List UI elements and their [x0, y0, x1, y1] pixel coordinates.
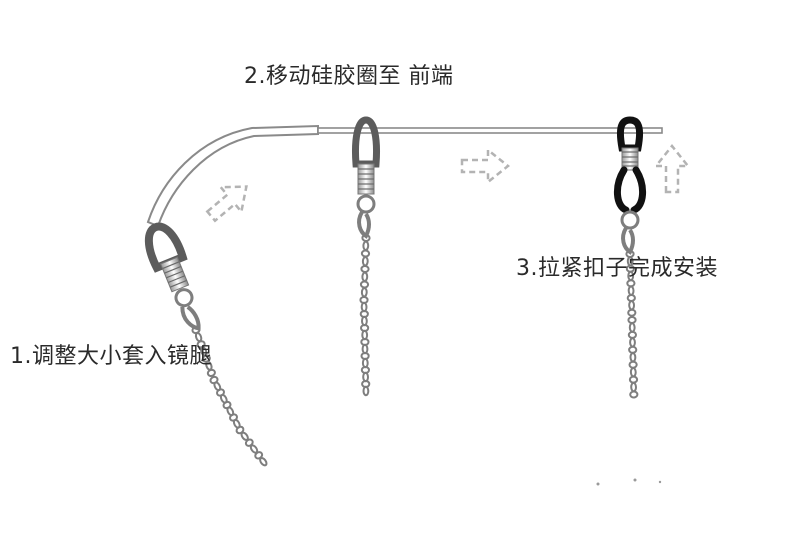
chain-link [629, 337, 636, 348]
chain-link [629, 367, 637, 378]
chain-link [359, 280, 370, 289]
dashed-arrow-icon [460, 147, 511, 185]
chain-link [629, 390, 639, 399]
chain-link [259, 457, 268, 467]
chain-link [628, 345, 638, 354]
retainer-1 [144, 222, 201, 331]
dashed-arrow-icon [205, 185, 248, 223]
dashed-arrow-icon [653, 143, 691, 194]
chain-link [361, 271, 369, 282]
chain-link [628, 360, 638, 369]
chain-3 [625, 249, 639, 399]
chain-link [362, 371, 370, 383]
chain-link [629, 352, 637, 363]
chain-link [360, 301, 368, 313]
chain-link [360, 315, 368, 327]
chain-link [628, 322, 636, 333]
step-2-label: 2.移动硅胶圈至 前端 [244, 64, 454, 89]
chain-link [360, 249, 371, 258]
chain-link [628, 375, 639, 384]
retainer-2 [352, 116, 380, 239]
chain-link [362, 240, 370, 251]
chain-link [361, 256, 369, 267]
chain-link [627, 330, 637, 339]
chain-link [627, 285, 635, 296]
step-3-label: 3.拉紧扣子完成安装 [516, 256, 718, 281]
speck-dots [596, 478, 662, 486]
chain-2 [359, 233, 371, 397]
step-1-label: 1.调整大小套入镜腿 [10, 344, 212, 369]
chain-link [206, 368, 216, 377]
chain-link [362, 385, 370, 397]
retainer-3 [614, 116, 646, 255]
chain-link [627, 315, 637, 325]
chain-link [360, 264, 370, 274]
chain-link [627, 308, 637, 317]
chain-link [628, 300, 636, 311]
chain-link [361, 343, 369, 355]
temple-arm [146, 124, 663, 228]
chain-1 [191, 325, 268, 467]
chain-link [360, 287, 368, 298]
chain-link [630, 381, 638, 393]
chain-link [361, 329, 369, 341]
chain-link [361, 357, 369, 369]
